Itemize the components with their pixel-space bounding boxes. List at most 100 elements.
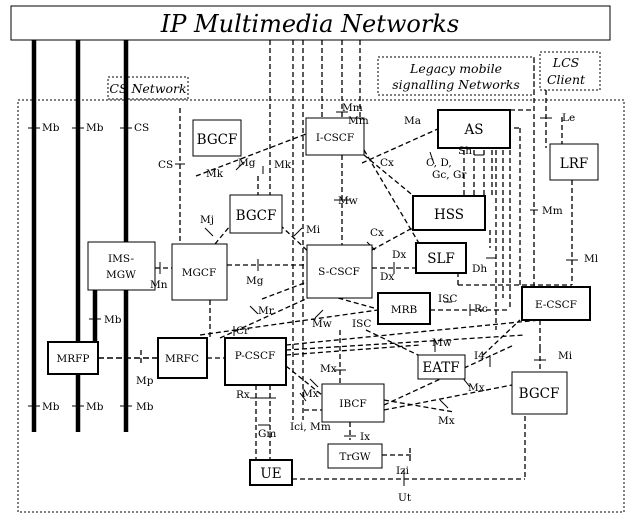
if-mb-5: Mb xyxy=(86,401,104,413)
if-mb-3: Mb xyxy=(104,314,122,326)
if-dh: Dh xyxy=(472,263,487,275)
bgcf-top-node[interactable]: BGCF xyxy=(192,119,242,157)
mgcf-node[interactable]: MGCF xyxy=(171,243,228,301)
lcs-client-label-line2: Client xyxy=(547,72,586,87)
if-mm-1: Mm xyxy=(342,102,363,114)
if-isc-1: ISC xyxy=(438,293,457,305)
trgw-label: TrGW xyxy=(339,451,370,463)
lcs-client-label-line1: LCS xyxy=(552,55,579,70)
if-sh: Sh xyxy=(458,145,472,157)
if-mx-1: Mx xyxy=(320,363,337,375)
if-ml: Ml xyxy=(584,253,599,265)
if-ut: Ut xyxy=(398,492,412,504)
mrfp-node[interactable]: MRFP xyxy=(47,341,99,375)
connection-lines xyxy=(98,108,573,480)
if-mp: Mp xyxy=(136,375,154,387)
scscf-label: S-CSCF xyxy=(318,266,360,278)
if-mg-2: Mg xyxy=(246,275,264,287)
if-mi-2: Mi xyxy=(558,350,573,362)
if-ma: Ma xyxy=(404,115,421,127)
lrf-node[interactable]: LRF xyxy=(549,143,599,181)
legacy-networks-frame xyxy=(377,56,535,96)
if-izi: Izi xyxy=(396,465,410,477)
if-mn: Mn xyxy=(150,279,168,291)
ue-node[interactable]: UE xyxy=(249,459,293,486)
bgcf-bottom-label: BGCF xyxy=(519,386,560,402)
bgcf-mid-label: BGCF xyxy=(236,208,277,224)
slf-node[interactable]: SLF xyxy=(415,242,467,274)
legacy-networks-label-line1: Legacy mobile xyxy=(409,61,502,76)
legacy-networks-label-line2: signalling Networks xyxy=(392,77,519,92)
ims-mgw-node[interactable]: IMS- MGW xyxy=(87,241,156,291)
if-ici-mm: Ici, Mm xyxy=(290,421,331,433)
eatf-node[interactable]: EATF xyxy=(417,354,466,380)
mrfp-label: MRFP xyxy=(56,353,89,365)
if-rc: Rc xyxy=(474,303,488,315)
pcscf-label: P-CSCF xyxy=(235,350,276,362)
ims-mgw-label-line1: IMS- xyxy=(108,253,134,265)
if-i4: I4 xyxy=(474,350,485,362)
if-mb-1: Mb xyxy=(42,122,60,134)
if-mw-3: Mw xyxy=(432,337,452,349)
if-le: Le xyxy=(562,112,575,124)
ibcf-node[interactable]: IBCF xyxy=(321,383,385,423)
if-mk-1: Mk xyxy=(206,168,224,180)
ims-core-frame xyxy=(17,99,625,513)
if-mk-2: Mk xyxy=(274,159,292,171)
if-cdgcgr-1: C, D, xyxy=(426,157,452,169)
ue-label: UE xyxy=(260,466,281,482)
if-cs-2: CS xyxy=(158,159,173,171)
ecscf-label: E-CSCF xyxy=(535,299,577,311)
mrb-label: MRB xyxy=(391,304,418,316)
hss-node[interactable]: HSS xyxy=(412,195,486,231)
mrfc-node[interactable]: MRFC xyxy=(157,337,208,379)
if-cs-1: CS xyxy=(134,122,149,134)
if-mx-2: Mx xyxy=(468,382,485,394)
if-mb-4: Mb xyxy=(42,401,60,413)
scscf-node[interactable]: S-CSCF xyxy=(306,244,373,299)
if-gm: Gm xyxy=(258,428,276,440)
bgcf-mid-node[interactable]: BGCF xyxy=(229,194,283,234)
if-mr: Mr xyxy=(258,305,275,317)
eatf-label: EATF xyxy=(422,360,459,376)
mrb-node[interactable]: MRB xyxy=(377,292,431,325)
mgcf-label: MGCF xyxy=(182,267,216,279)
if-cr: Cr xyxy=(236,325,250,337)
if-dx-1: Dx xyxy=(392,249,406,261)
if-isc-2: ISC xyxy=(352,318,371,330)
if-cx-2: Cx xyxy=(370,227,384,239)
if-mi-1: Mi xyxy=(306,224,321,236)
interface-ticks xyxy=(28,111,578,486)
ibcf-label: IBCF xyxy=(339,398,366,410)
bgcf-top-label: BGCF xyxy=(197,132,238,148)
icscf-label: I-CSCF xyxy=(316,132,354,144)
as-label: AS xyxy=(464,122,484,138)
if-rx: Rx xyxy=(236,389,250,401)
if-mj: Mj xyxy=(200,214,214,226)
mrfc-label: MRFC xyxy=(165,353,199,365)
hss-label: HSS xyxy=(434,207,464,223)
if-mx-4: Mx xyxy=(438,415,455,427)
if-mx-3: Mx xyxy=(302,388,319,400)
if-dx-2: Dx xyxy=(380,271,394,283)
if-cx-1: Cx xyxy=(380,157,394,169)
if-mw-2: Mw xyxy=(312,318,332,330)
if-mb-2: Mb xyxy=(86,122,104,134)
interface-labels: Mb Mb CS Mm Mm Ma Le Sh CS Mg Mk Mk Cx C… xyxy=(42,102,599,504)
icscf-node[interactable]: I-CSCF xyxy=(305,117,365,156)
pcscf-node[interactable]: P-CSCF xyxy=(224,337,287,386)
bgcf-bottom-node[interactable]: BGCF xyxy=(511,371,568,415)
diagram-title: IP Multimedia Networks xyxy=(160,10,459,38)
lrf-label: LRF xyxy=(560,156,589,172)
if-mg-1: Mg xyxy=(238,157,256,169)
ims-mgw-label-line2: MGW xyxy=(106,269,136,281)
trgw-node[interactable]: TrGW xyxy=(327,443,383,469)
if-mm-2: Mm xyxy=(348,115,369,127)
as-node[interactable]: AS xyxy=(437,109,511,149)
ecscf-node[interactable]: E-CSCF xyxy=(521,286,591,321)
if-cdgcgr-2: Gc, Gr xyxy=(432,169,467,181)
lcs-client-frame xyxy=(539,51,601,91)
slf-label: SLF xyxy=(427,251,455,267)
if-mm-3: Mm xyxy=(542,205,563,217)
